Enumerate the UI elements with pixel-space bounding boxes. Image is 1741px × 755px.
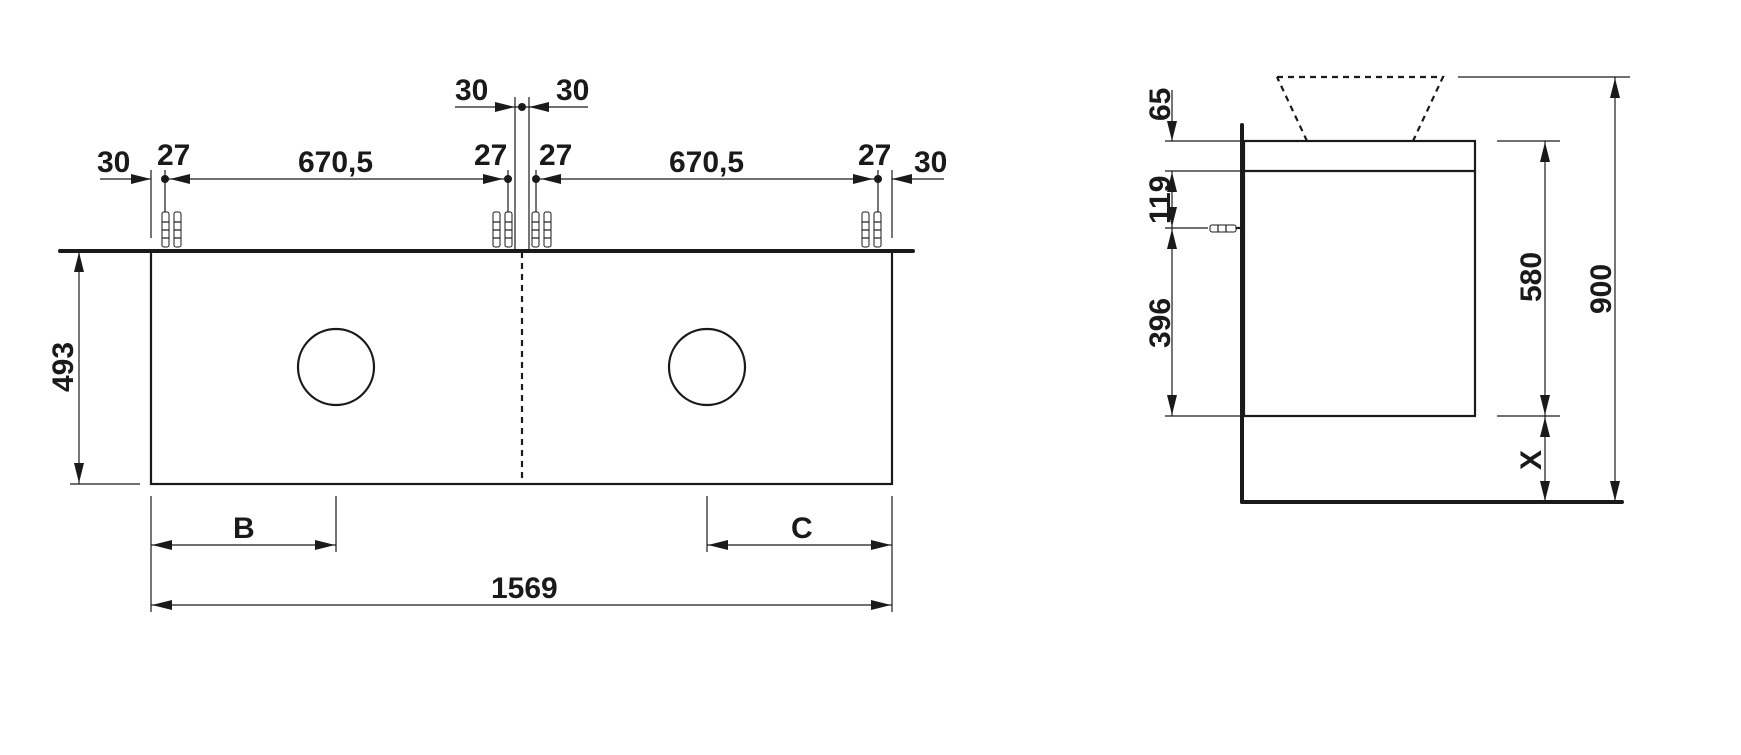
side-right-dimensions	[1458, 76, 1630, 502]
center-top-dimension	[455, 102, 588, 112]
dim-580: 580	[1515, 252, 1548, 302]
dim-x: X	[1515, 450, 1548, 470]
anchor-4	[504, 211, 513, 248]
dim-27-left: 27	[157, 139, 190, 172]
dim-c: C	[791, 512, 813, 545]
wall-anchors	[161, 211, 882, 248]
dim-width-1569: 1569	[491, 572, 558, 605]
anchor-dimension-row	[100, 174, 944, 184]
dim-30-top-right: 30	[556, 74, 589, 107]
dim-30-left: 30	[97, 146, 130, 179]
basin-hole-right	[667, 327, 747, 407]
basin-outline-dashed	[1276, 75, 1445, 142]
dim-900: 900	[1585, 264, 1618, 314]
dim-670-right: 670,5	[669, 146, 744, 179]
height-dimension	[70, 251, 140, 485]
dim-670-left: 670,5	[298, 146, 373, 179]
anchor-8	[873, 211, 882, 248]
dim-65: 65	[1144, 88, 1177, 121]
dim-27-center-right: 27	[539, 139, 572, 172]
dim-119: 119	[1144, 176, 1177, 224]
dim-27-right: 27	[858, 139, 891, 172]
side-view: 65 119 396 580 X 900	[1144, 75, 1630, 504]
anchor-5	[531, 211, 540, 248]
dim-30-right: 30	[914, 146, 947, 179]
dim-396: 396	[1144, 298, 1177, 348]
anchor-1	[161, 211, 170, 248]
anchor-2	[173, 211, 182, 248]
front-view: 30 27 670,5 27 27 670,5 27 30 30 30 493 …	[47, 74, 947, 612]
anchor-3	[492, 211, 501, 248]
basin-hole-left	[296, 327, 376, 407]
cabinet-side-outline	[1242, 139, 1477, 418]
anchor-7	[861, 211, 870, 248]
dim-b: B	[233, 512, 255, 545]
dim-height-493: 493	[47, 342, 80, 392]
bottom-dimensions	[150, 496, 893, 612]
dim-27-center-left: 27	[474, 139, 507, 172]
anchor-6	[543, 211, 552, 248]
side-left-dimensions	[1165, 90, 1240, 417]
anchor-extension-lines	[150, 97, 893, 250]
dim-30-top-left: 30	[455, 74, 488, 107]
wall-bolt	[1209, 224, 1244, 233]
